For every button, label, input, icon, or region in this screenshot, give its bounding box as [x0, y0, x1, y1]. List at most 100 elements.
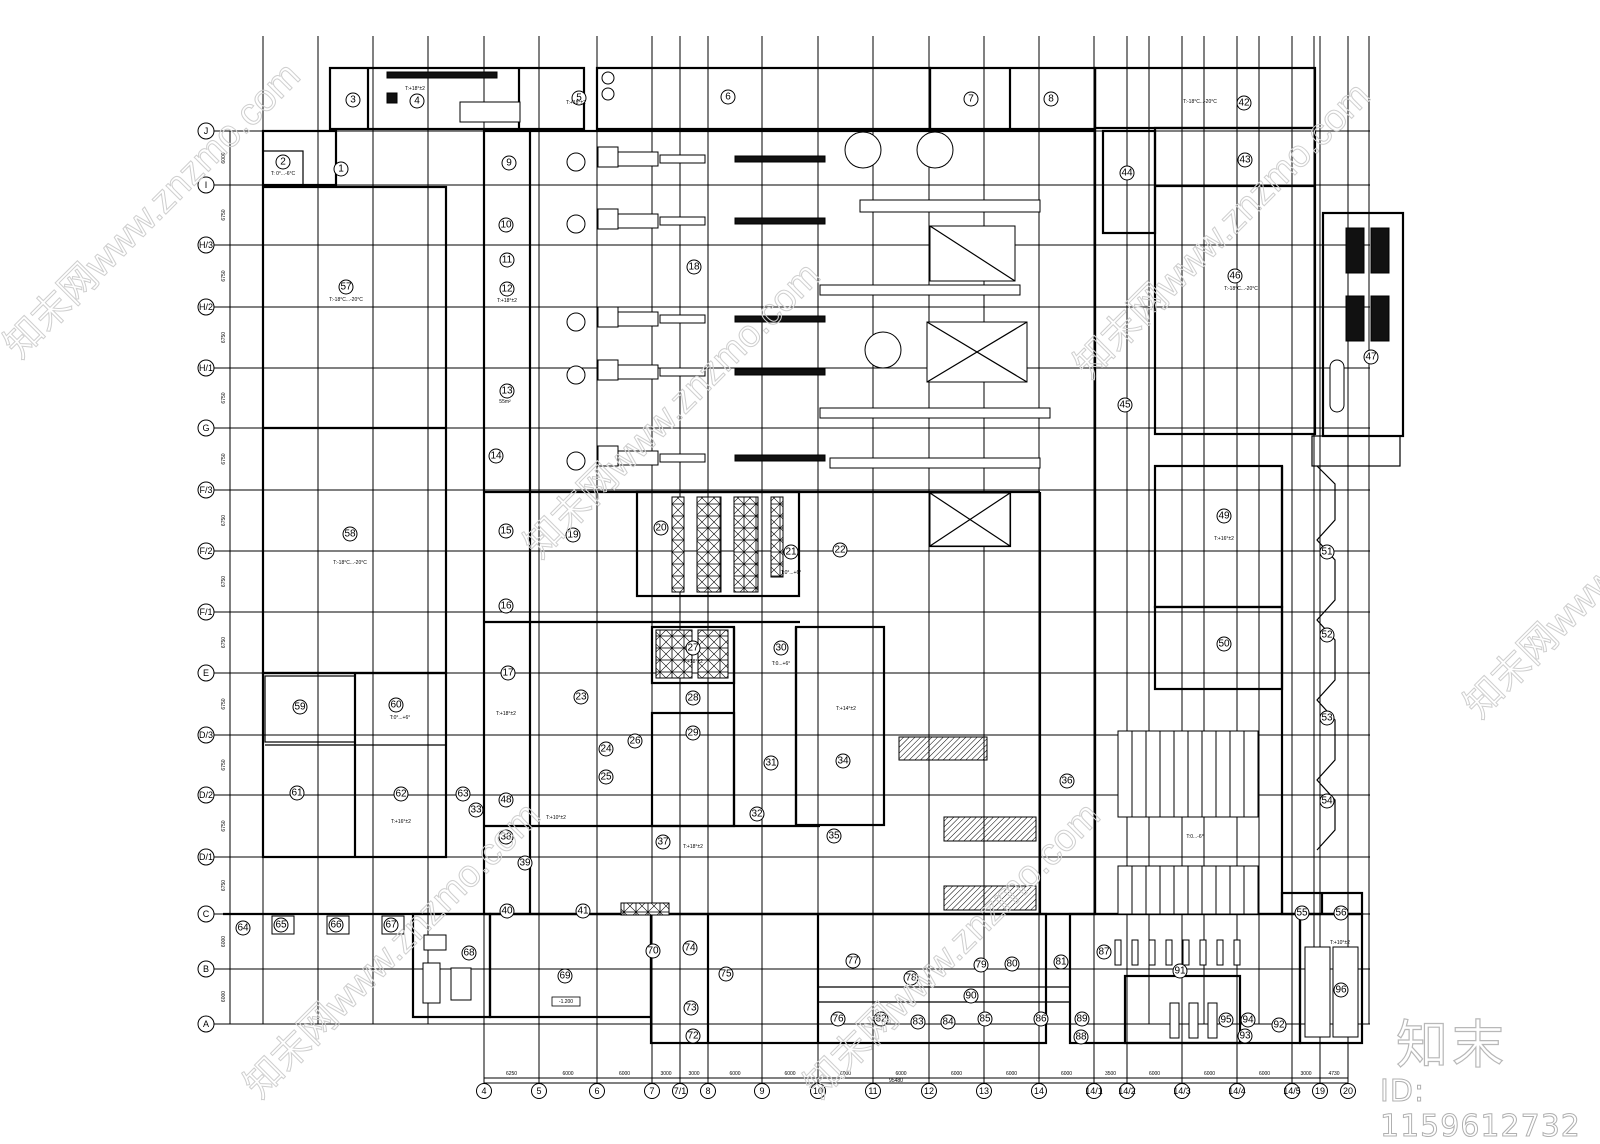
temperature-note: T:0...-6°: [1186, 834, 1203, 840]
room-tag-20: 20: [653, 520, 669, 536]
room-tag-51: 51: [1319, 544, 1335, 560]
svg-text:55: 55: [1296, 908, 1308, 919]
row-dimension: 6750: [221, 332, 227, 343]
row-axis-tag: A: [197, 1015, 215, 1033]
room-tag-10: 10: [498, 217, 514, 233]
row-dimension: 6750: [221, 698, 227, 709]
svg-text:90: 90: [965, 991, 977, 1002]
row-axis-tag: F/3: [197, 481, 215, 499]
svg-text:28: 28: [687, 693, 699, 704]
svg-text:4: 4: [481, 1086, 486, 1096]
svg-text:67: 67: [385, 920, 397, 931]
room-tag-19: 19: [565, 527, 581, 543]
svg-text:知末网www.znzmo.com: 知末网www.znzmo.com: [237, 794, 549, 1106]
svg-text:6: 6: [725, 92, 731, 103]
row-dimension: 6750: [221, 576, 227, 587]
room-tag-92: 92: [1271, 1017, 1287, 1033]
room-tag-43: 43: [1237, 152, 1253, 168]
row-dimension: 6000: [221, 936, 227, 947]
column-dimension: 6000: [784, 1071, 795, 1077]
svg-text:D/3: D/3: [199, 730, 213, 740]
svg-text:15: 15: [500, 526, 512, 537]
room-tag-2: 2: [275, 154, 291, 170]
svg-text:12: 12: [501, 284, 513, 295]
room-tag-46: 46: [1227, 268, 1243, 284]
temperature-note: T:+18°±2: [683, 844, 703, 850]
svg-text:21: 21: [785, 547, 797, 558]
row-dimension: 6750: [221, 453, 227, 464]
svg-text:62: 62: [395, 789, 407, 800]
svg-text:A: A: [203, 1019, 209, 1029]
svg-text:47: 47: [1365, 352, 1377, 363]
room-tag-60: 60: [388, 697, 404, 713]
room-tag-27: 27: [685, 640, 701, 656]
svg-text:80: 80: [1006, 959, 1018, 970]
room-tag-23: 23: [573, 689, 589, 705]
column-axis-tag: 5: [531, 1083, 547, 1099]
room-tag-52: 52: [1319, 627, 1335, 643]
room-tag-39: 39: [517, 855, 533, 871]
svg-text:14/2: 14/2: [1118, 1086, 1136, 1096]
room-tag-68: 68: [461, 945, 477, 961]
row-axis-tag: E: [197, 664, 215, 682]
svg-text:76: 76: [832, 1014, 844, 1025]
svg-text:42: 42: [1238, 98, 1250, 109]
svg-text:H/1: H/1: [199, 363, 213, 373]
svg-text:52: 52: [1321, 630, 1333, 641]
room-tag-21: 21: [783, 544, 799, 560]
column-axis-tag: 20: [1340, 1083, 1356, 1099]
svg-text:85: 85: [979, 1014, 991, 1025]
svg-text:70: 70: [647, 946, 659, 957]
svg-text:65: 65: [275, 920, 287, 931]
svg-text:43: 43: [1239, 155, 1251, 166]
room-tag-59: 59: [292, 699, 308, 715]
svg-text:49: 49: [1218, 511, 1230, 522]
svg-text:54: 54: [1321, 796, 1333, 807]
row-axis-tag: D/3: [197, 726, 215, 744]
column-dimension: 6000: [840, 1071, 851, 1077]
room-tag-84: 84: [940, 1014, 956, 1030]
row-dimension: 6000: [221, 991, 227, 1002]
room-tag-14: 14: [488, 448, 504, 464]
room-tag-11: 11: [499, 252, 515, 268]
column-dimension: 6000: [1006, 1071, 1017, 1077]
svg-text:63: 63: [457, 789, 469, 800]
svg-text:知末网www.znzmo.com: 知末网www.znzmo.com: [1067, 74, 1379, 386]
row-axis-tag: F/2: [197, 542, 215, 560]
svg-text:96: 96: [1335, 985, 1347, 996]
room-tag-8: 8: [1043, 91, 1059, 107]
svg-text:38: 38: [500, 832, 512, 843]
svg-text:14: 14: [1034, 1086, 1044, 1096]
svg-text:7/1: 7/1: [674, 1086, 687, 1096]
svg-text:7: 7: [649, 1086, 654, 1096]
svg-text:46: 46: [1229, 271, 1241, 282]
svg-text:87: 87: [1098, 947, 1110, 958]
svg-text:8: 8: [1048, 94, 1054, 105]
room-tag-56: 56: [1333, 905, 1349, 921]
temperature-notes: T: 0°...-6°CT:+18°±2T:+18°±2T:-18°C...-2…: [271, 86, 1350, 1007]
svg-text:39: 39: [519, 858, 531, 869]
room-tag-70: 70: [645, 943, 661, 959]
column-axis-tag: 19: [1312, 1083, 1328, 1099]
svg-text:14/4: 14/4: [1228, 1086, 1246, 1096]
room-tag-53: 53: [1319, 710, 1335, 726]
temperature-note: T:-18°C...-20°C: [1183, 99, 1217, 105]
grid-axis-tags: JIH/3H/2H/1GF/3F/2F/1ED/3D/2D/1CBA600067…: [197, 122, 1356, 1099]
room-tag-66: 66: [328, 917, 344, 933]
room-tag-22: 22: [832, 542, 848, 558]
svg-text:53: 53: [1321, 713, 1333, 724]
svg-text:20: 20: [655, 523, 667, 534]
room-tag-16: 16: [498, 598, 514, 614]
room-tag-40: 40: [499, 903, 515, 919]
row-axis-tag: B: [197, 960, 215, 978]
column-axis-tag: 10: [810, 1083, 826, 1099]
svg-text:40: 40: [501, 906, 513, 917]
svg-text:3: 3: [350, 95, 356, 106]
room-tag-74: 74: [682, 940, 698, 956]
svg-text:93: 93: [1239, 1031, 1251, 1042]
svg-text:60: 60: [390, 700, 402, 711]
svg-text:9: 9: [506, 158, 512, 169]
temperature-note: T:+16°±2: [1214, 536, 1234, 542]
temperature-note: T:+10°±2: [1330, 940, 1350, 946]
row-dimension: 6750: [221, 209, 227, 220]
